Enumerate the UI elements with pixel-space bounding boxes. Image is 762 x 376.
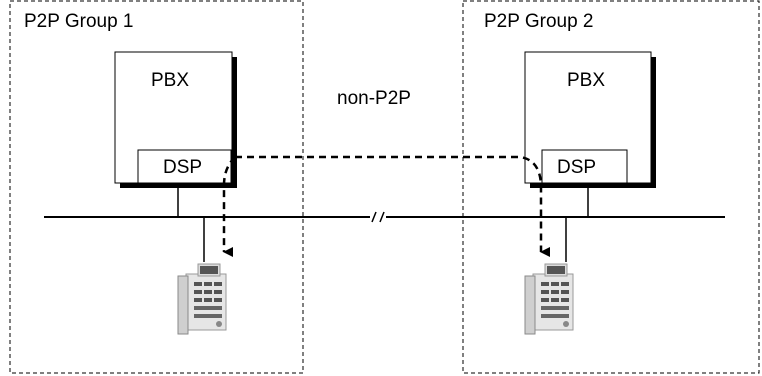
group-2-label: P2P Group 2 [484, 11, 594, 32]
voice-path-dashed [222, 156, 236, 257]
pbx-1-label: PBX [151, 70, 189, 91]
network-backbone [44, 211, 725, 223]
group-1-boundary [9, 0, 304, 374]
desk-phone-icon [524, 263, 574, 335]
dsp-2 [541, 149, 628, 184]
voice-path-bridge [235, 155, 550, 257]
group-2-boundary [462, 0, 760, 374]
line-break-icon [371, 211, 385, 223]
pbx-1: PBX DSP [114, 51, 237, 188]
pbx-2: PBX DSP [524, 51, 656, 188]
dsp-1 [137, 149, 232, 184]
group-1-label: P2P Group 1 [24, 11, 134, 32]
desk-phone-icon [177, 263, 227, 335]
non-p2p-label: non-P2P [337, 88, 411, 109]
pbx-2-label: PBX [567, 70, 605, 91]
dsp-2-label: DSP [557, 157, 596, 178]
dsp-1-label: DSP [163, 157, 202, 178]
